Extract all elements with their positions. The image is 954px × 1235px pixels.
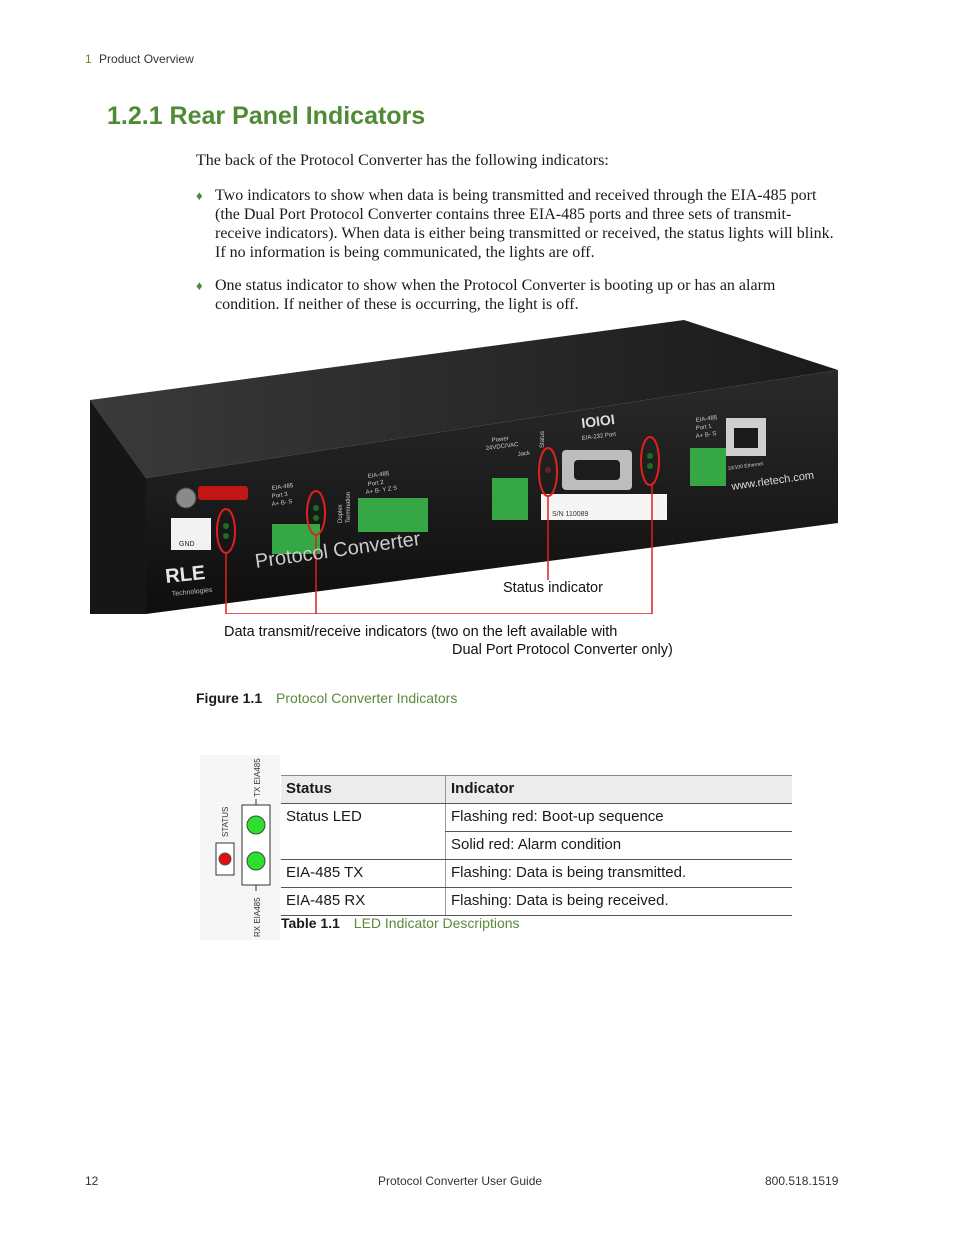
led-icon	[647, 463, 653, 469]
termination-label: Termination	[346, 492, 352, 523]
case-top	[90, 320, 838, 478]
power-label: Power	[492, 436, 510, 444]
section-title: 1.2.1 Rear Panel Indicators	[107, 102, 426, 130]
led-icon	[223, 523, 229, 529]
tx-led-icon	[246, 815, 266, 835]
duplex-label: Duplex	[338, 504, 344, 523]
led-description-table: Status Indicator Status LED Flashing red…	[281, 775, 792, 916]
rx-led-icon	[246, 851, 266, 871]
footer-phone: 800.518.1519	[765, 1174, 839, 1188]
led-tx-label: TX EIA485	[253, 758, 262, 797]
port3-pins: A+ B- S	[271, 499, 292, 508]
table-row: EIA-485 RX Flashing: Data is being recei…	[281, 887, 792, 916]
power-spec: 24VDC/VAC	[486, 442, 520, 452]
port1-pins: A+ B- S	[695, 431, 716, 440]
ground-screw-icon	[175, 487, 197, 509]
brand-sub: Technologies	[171, 587, 213, 598]
ethernet-label: 10/100 Ethernet	[727, 461, 764, 472]
table-cell: EIA-485 RX	[281, 887, 446, 916]
gnd-label: GND	[179, 541, 195, 548]
table-header: Status	[281, 775, 446, 804]
led-legend-diagram: STATUS TX EIA485 RX EIA485	[200, 755, 280, 940]
diamond-bullet-icon: ♦	[196, 188, 203, 203]
footer-title: Protocol Converter User Guide	[378, 1174, 543, 1188]
led-status-label: STATUS	[221, 807, 230, 837]
page-number: 12	[85, 1174, 99, 1188]
led-rx-label: RX EIA485	[253, 897, 262, 937]
running-header: 1 Product Overview	[85, 52, 194, 66]
table-row: Solid red: Alarm condition	[281, 831, 792, 860]
status-led-icon	[545, 467, 551, 473]
table-cell: Status LED	[281, 803, 446, 860]
terminal-block-port2	[358, 498, 428, 532]
table-cell: Flashing: Data is being transmitted.	[445, 859, 792, 888]
port2-label: EIA-485	[367, 471, 390, 480]
rs232-logo: IOIOI	[580, 411, 615, 431]
diamond-bullet-icon: ♦	[196, 278, 203, 293]
figure-caption: Figure 1.1 Protocol Converter Indicators	[196, 690, 457, 706]
data-indicator-callout-line2: Dual Port Protocol Converter only)	[452, 642, 673, 658]
port1-num: Port 1	[695, 424, 712, 432]
callout-ellipse	[640, 436, 660, 486]
terminal-block-port3	[272, 524, 320, 554]
port3-num: Port 3	[271, 492, 288, 500]
figure-label: Figure 1.1	[196, 690, 263, 706]
case-side	[90, 400, 146, 614]
bullet-item: ♦ One status indicator to show when the …	[196, 276, 836, 314]
table-header-row: Status Indicator	[281, 775, 792, 804]
table-cell: EIA-485 TX	[281, 859, 446, 888]
led-icon	[313, 505, 319, 511]
table-row: EIA-485 TX Flashing: Data is being trans…	[281, 859, 792, 888]
bullet-text: Two indicators to show when data is bein…	[215, 187, 834, 261]
figure-title: Protocol Converter Indicators	[276, 690, 458, 706]
chapter-title: Product Overview	[99, 52, 194, 66]
led-icon	[223, 533, 229, 539]
table-header: Indicator	[445, 775, 792, 804]
bullet-text: One status indicator to show when the Pr…	[215, 277, 776, 313]
jack-label: Jack	[518, 450, 532, 458]
terminal-block-power	[492, 478, 528, 520]
port1-label: EIA-485	[695, 415, 718, 424]
table-cell: Flashing red: Boot-up sequence	[445, 803, 792, 832]
led-icon	[647, 453, 653, 459]
status-label: Status	[540, 431, 546, 448]
status-indicator-callout: Status indicator	[503, 580, 603, 596]
table-caption: Table 1.1 LED Indicator Descriptions	[281, 915, 520, 931]
bullet-item: ♦ Two indicators to show when data is be…	[196, 186, 836, 262]
port2-pins: A+ B- Y Z S	[365, 486, 397, 496]
brand-logo: RLE	[164, 562, 206, 588]
serial-label-box	[541, 494, 667, 520]
table-row: Status LED Flashing red: Boot-up sequenc…	[281, 803, 792, 860]
status-led-icon	[218, 852, 232, 866]
ground-lug-icon	[198, 486, 248, 500]
chapter-number: 1	[85, 52, 92, 66]
serial-number: S/N 110089	[552, 511, 589, 518]
gnd-label-box	[171, 518, 211, 550]
protocol-converter-photo: GND S/N 110089 Protocol Converter RLE Te…	[90, 320, 838, 614]
table-cell: Flashing: Data is being received.	[445, 887, 792, 916]
data-indicator-callout-line1: Data transmit/receive indicators (two on…	[224, 624, 618, 640]
intro-paragraph: The back of the Protocol Converter has t…	[196, 152, 609, 169]
table-title: LED Indicator Descriptions	[353, 915, 520, 931]
eia232-label: EIA-232 Port	[582, 432, 617, 442]
terminal-block-port1	[690, 448, 726, 486]
port2-num: Port 2	[367, 480, 384, 488]
led-icon	[313, 515, 319, 521]
port3-label: EIA-485	[271, 483, 294, 492]
table-label: Table 1.1	[281, 915, 340, 931]
table-cell: Solid red: Alarm condition	[445, 831, 792, 860]
